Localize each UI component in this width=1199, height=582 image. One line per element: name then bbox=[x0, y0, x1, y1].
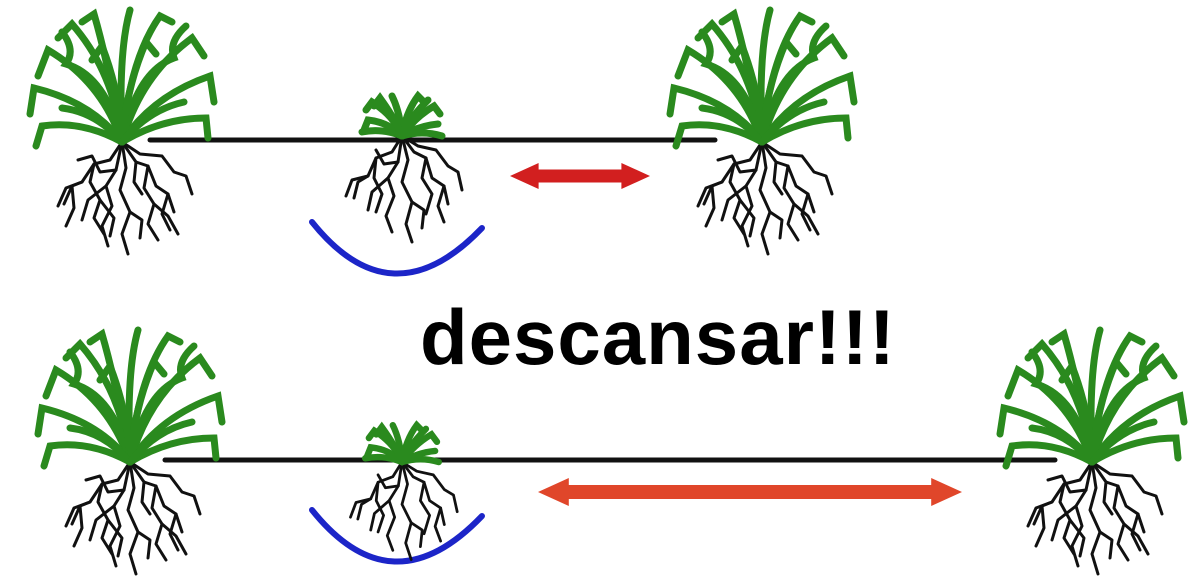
depletion-curve-icon bbox=[312, 222, 482, 274]
caption-text: descansar!!! bbox=[420, 293, 896, 381]
grass-plant-icon bbox=[38, 330, 222, 574]
seedling-icon bbox=[350, 425, 457, 559]
double-headed-arrow-icon bbox=[538, 478, 962, 506]
grass-plant-icon bbox=[670, 10, 854, 254]
grass-plant-icon bbox=[30, 10, 214, 254]
seedling-icon bbox=[346, 96, 462, 242]
grass-plant-icon bbox=[1000, 330, 1184, 574]
double-headed-arrow-icon bbox=[510, 163, 650, 189]
depletion-curve-icon bbox=[312, 510, 482, 562]
